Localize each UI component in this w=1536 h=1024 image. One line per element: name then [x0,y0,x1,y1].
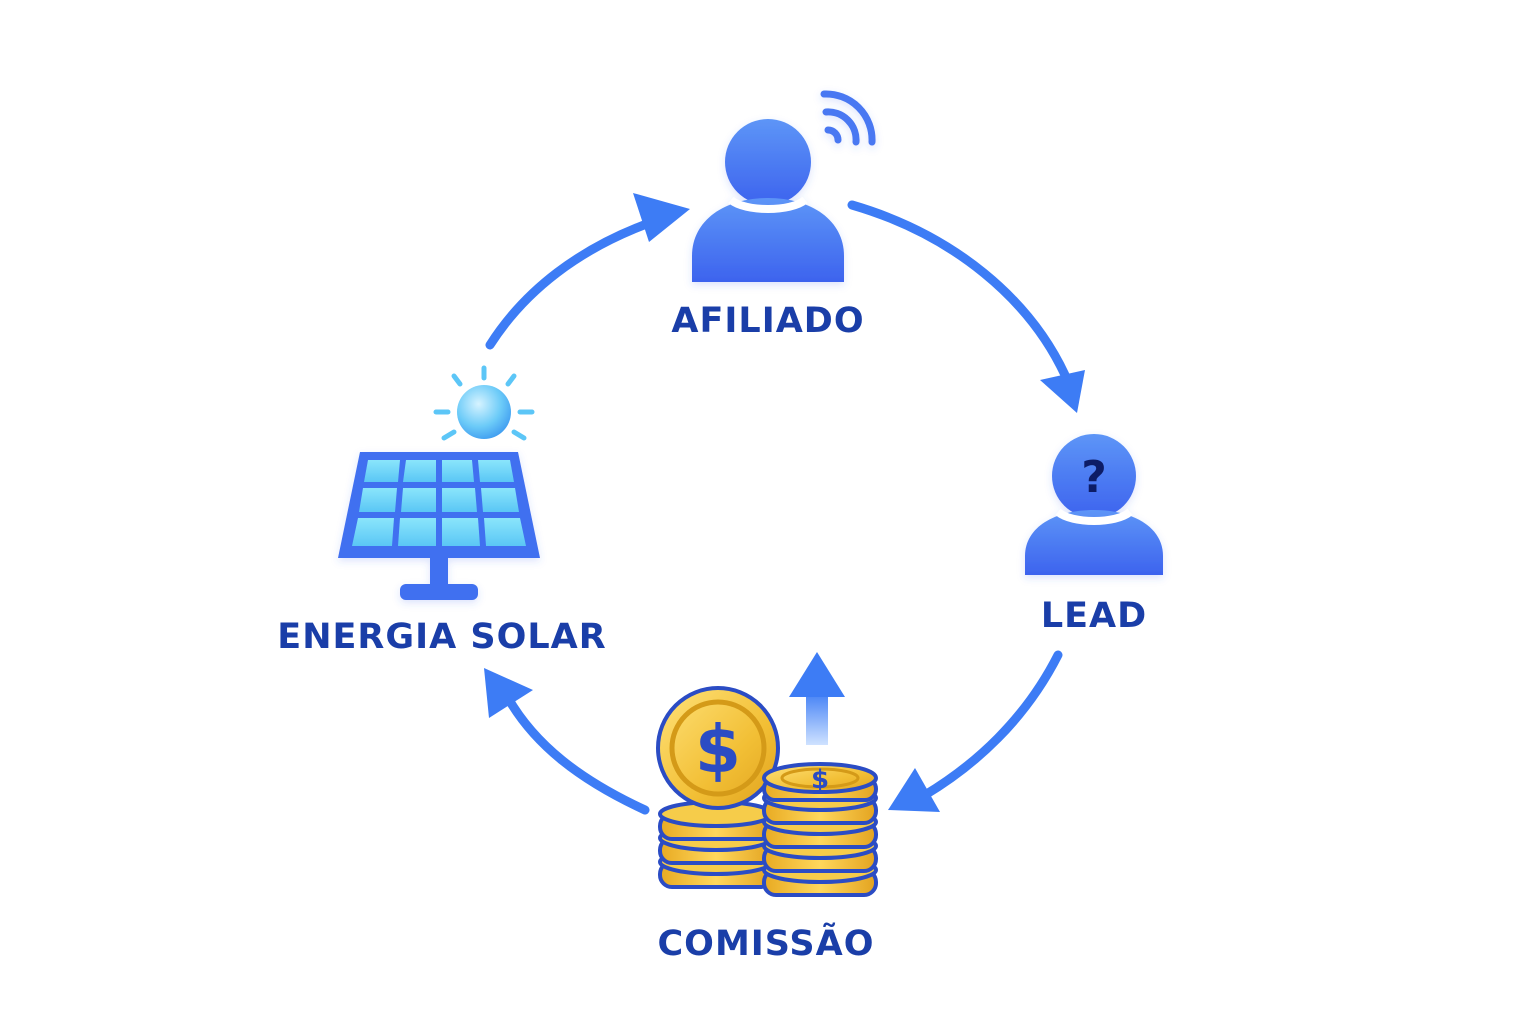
dollar-coin-icon: $ [656,686,780,810]
arrow-lead-to-comissao [920,650,1063,800]
arrow-comissao-to-energia [503,693,650,815]
afiliado-node: AFILIADO [671,90,876,341]
solar-panel-icon [338,452,540,600]
arrowhead-lead [1040,370,1085,413]
dollar-symbol: $ [695,711,741,788]
arrowhead-energia [484,668,533,718]
left-coin-stack [658,800,774,889]
arrowhead-comissao [888,768,940,812]
comissao-node: $ $ COMISSÃO [656,652,878,964]
person-question-icon: ? [1025,434,1163,575]
afiliado-label: AFILIADO [671,301,864,341]
growth-arrow-icon [789,652,845,745]
question-mark-icon: ? [1081,452,1107,503]
arrow-afiliado-to-lead [847,200,1070,380]
coin-stacks-icon: $ $ [656,686,878,897]
energia-solar-label: ENERGIA SOLAR [277,617,606,657]
comissao-label: COMISSÃO [658,922,875,964]
arrow-energia-to-afiliado [485,217,657,350]
signal-waves-icon [820,90,876,146]
top-coin-dollar-symbol: $ [811,765,829,795]
lead-label: LEAD [1041,596,1147,636]
lead-node: ? LEAD [1025,434,1163,636]
arrowhead-afiliado [633,193,690,242]
energia-solar-node: ENERGIA SOLAR [277,365,606,657]
arrow-heads [484,193,1085,812]
sun-icon [433,365,535,441]
cycle-arrows [485,200,1070,815]
person-signal-icon [692,90,876,282]
right-coin-stack [762,762,878,897]
